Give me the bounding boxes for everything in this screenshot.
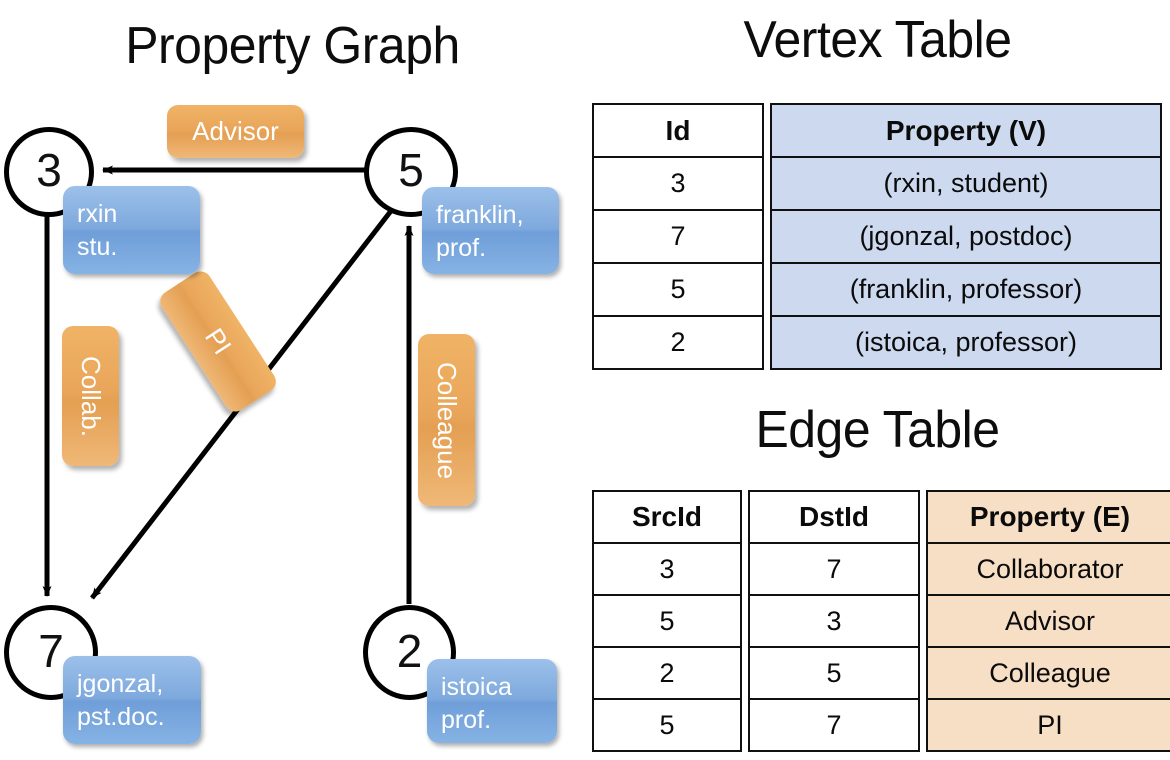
vertex-property-box-7[interactable]: jgonzal, pst.doc. <box>63 656 201 744</box>
table-cell: 7 <box>748 542 920 596</box>
graph-node-5-label: 5 <box>398 144 424 196</box>
graph-node-2[interactable]: 2 <box>363 605 456 700</box>
vertex-property-box-3-line1: rxin <box>77 200 118 228</box>
edge-table: SrcId 3 5 2 5 DstId 7 3 5 7 Property (E)… <box>592 490 1170 752</box>
vertex-property-box-3[interactable]: rxin stu. <box>63 186 200 274</box>
edge-table-column-dstid: DstId 7 3 5 7 <box>748 490 920 752</box>
vertex-table-column-property: Property (V) (rxin, student) (jgonzal, p… <box>770 103 1162 370</box>
vertex-property-box-2-line1: istoica <box>441 673 512 701</box>
edge-label-collab[interactable]: Collab. <box>62 326 119 466</box>
table-cell: PI <box>926 698 1170 752</box>
vertex-property-box-2-line2: prof. <box>441 706 492 734</box>
graph-node-7-label: 7 <box>38 624 64 677</box>
vertex-table-column-id: Id 3 7 5 2 <box>592 103 764 370</box>
vertex-table: Id 3 7 5 2 Property (V) (rxin, student) … <box>592 103 1162 370</box>
edge-label-colleague-text: Colleague <box>432 361 462 479</box>
table-cell: (istoica, professor) <box>770 315 1162 370</box>
vertex-property-box-3-line2: stu. <box>77 233 118 261</box>
edge-table-header-dstid: DstId <box>748 490 920 544</box>
table-cell: 5 <box>748 646 920 700</box>
page-title-property-graph: Property Graph <box>125 17 460 75</box>
graph-node-2-label: 2 <box>396 624 423 677</box>
table-cell: Colleague <box>926 646 1170 700</box>
vertex-table-header-property: Property (V) <box>770 103 1162 158</box>
table-cell: 5 <box>592 698 742 752</box>
edge-table-column-property: Property (E) Collaborator Advisor Collea… <box>926 490 1170 752</box>
graph-node-3-label: 3 <box>36 144 62 196</box>
table-cell: 7 <box>748 698 920 752</box>
table-cell: (rxin, student) <box>770 156 1162 211</box>
edge-table-header-srcid: SrcId <box>592 490 742 544</box>
table-cell: (franklin, professor) <box>770 262 1162 317</box>
vertex-property-box-2[interactable]: istoica prof. <box>427 659 557 743</box>
vertex-property-box-5-line2: prof. <box>436 234 487 262</box>
vertex-table-header-id: Id <box>592 103 764 158</box>
table-cell: 7 <box>592 209 764 264</box>
edge-label-colleague[interactable]: Colleague <box>418 334 475 506</box>
edge-table-column-srcid: SrcId 3 5 2 5 <box>592 490 742 752</box>
table-cell: 3 <box>748 594 920 648</box>
vertex-property-box-5[interactable]: franklin, prof. <box>422 187 559 274</box>
vertex-property-box-5-line1: franklin, <box>436 201 524 229</box>
table-cell: Advisor <box>926 594 1170 648</box>
vertex-property-box-7-line2: pst.doc. <box>77 703 165 731</box>
page-title-vertex-table: Vertex Table <box>743 11 1012 69</box>
edge-table-header-property: Property (E) <box>926 490 1170 544</box>
edge-label-pi-text: PI <box>199 322 238 360</box>
edge-label-advisor[interactable]: Advisor <box>167 105 304 158</box>
page-title-edge-table: Edge Table <box>755 401 1000 459</box>
vertex-property-box-7-line1: jgonzal, <box>77 670 164 698</box>
table-cell: 5 <box>592 594 742 648</box>
table-cell: (jgonzal, postdoc) <box>770 209 1162 264</box>
table-cell: 3 <box>592 156 764 211</box>
table-cell: 3 <box>592 542 742 596</box>
graph-node-5[interactable]: 5 <box>364 127 458 217</box>
table-cell: 2 <box>592 646 742 700</box>
table-cell: 5 <box>592 262 764 317</box>
table-cell: Collaborator <box>926 542 1170 596</box>
edge-label-advisor-text: Advisor <box>192 116 279 146</box>
edge-label-collab-text: Collab. <box>76 355 106 437</box>
table-cell: 2 <box>592 315 764 370</box>
